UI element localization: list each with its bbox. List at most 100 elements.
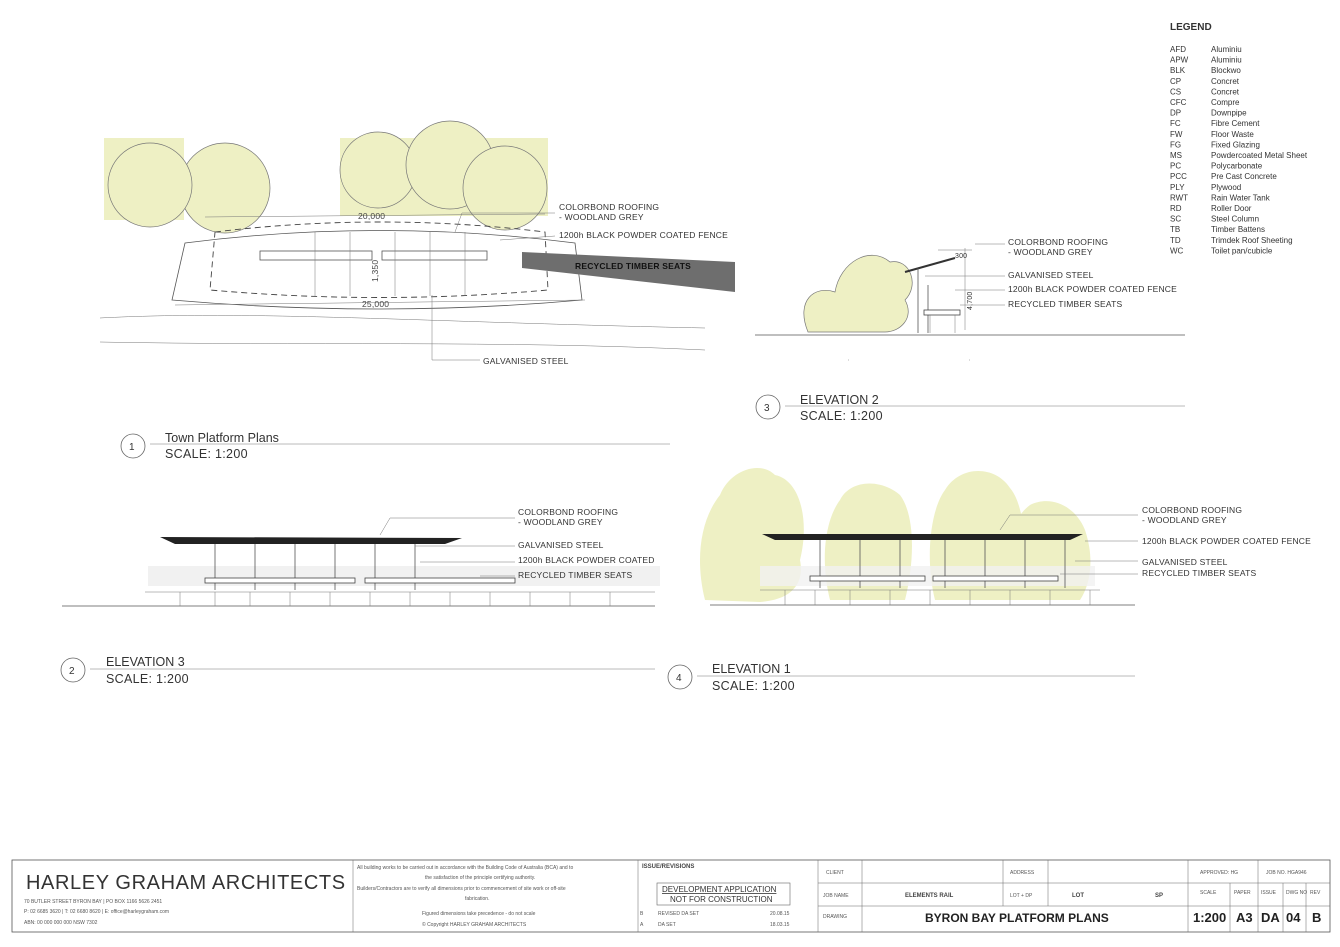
legend-code: FG xyxy=(1170,140,1181,149)
view-4-number-circle xyxy=(667,664,693,690)
legend-code: AFD xyxy=(1170,45,1186,54)
legend-description: Trimdek Roof Sheeting xyxy=(1211,236,1293,245)
plan-label-seats: RECYCLED TIMBER SEATS xyxy=(575,261,691,271)
legend-description: Plywood xyxy=(1211,183,1241,192)
dwg-no-label: DWG NO xyxy=(1286,890,1307,896)
rev-b-date: 20.08.15 xyxy=(770,911,790,917)
elev2-label-roof-2: - WOODLAND GREY xyxy=(1008,247,1093,257)
legend-description: Concret xyxy=(1211,77,1240,86)
legend-description: Polycarbonate xyxy=(1211,162,1263,171)
title-block: HARLEY GRAHAM ARCHITECTS 70 BUTLER STREE… xyxy=(11,859,1331,933)
note-5: Figured dimensions take precedence - do … xyxy=(422,911,536,917)
note-3: Builders/Contractors are to verify all d… xyxy=(357,886,566,892)
legend-code: CS xyxy=(1170,87,1181,96)
elev3-label-fence: 1200h BLACK POWDER COATED xyxy=(518,555,655,565)
legend-code: FW xyxy=(1170,130,1183,139)
rev-b-code: B xyxy=(640,911,644,917)
legend-description: Floor Waste xyxy=(1211,130,1254,139)
scale-value: 1:200 xyxy=(1193,910,1226,925)
elev3-label-roof-2: - WOODLAND GREY xyxy=(518,517,603,527)
legend-code: PCC xyxy=(1170,172,1187,181)
stamp-line-1: DEVELOPMENT APPLICATION xyxy=(662,885,777,894)
legend-code: WC xyxy=(1170,246,1184,255)
rev-label: REV xyxy=(1310,890,1321,896)
legend-description: Roller Door xyxy=(1211,204,1252,213)
view-2-title: ELEVATION 3 xyxy=(106,655,185,669)
elev2-dim-a: 300 xyxy=(955,253,967,260)
elev1-label-roof-2: - WOODLAND GREY xyxy=(1142,515,1227,525)
elev2-label-roof-1: COLORBOND ROOFING xyxy=(1008,237,1108,247)
view-4-number: 4 xyxy=(676,673,682,684)
firm-abn: ABN: 00 000 000 000 NSW 7302 xyxy=(24,920,98,926)
note-4: fabrication. xyxy=(465,896,489,902)
legend-description: Rain Water Tank xyxy=(1211,193,1271,202)
legend-description: Fibre Cement xyxy=(1211,119,1260,128)
legend-description: Fixed Glazing xyxy=(1211,140,1260,149)
view-2-number-circle xyxy=(60,657,86,683)
elev3-label-roof-1: COLORBOND ROOFING xyxy=(518,507,618,517)
elev1-label-fence: 1200h BLACK POWDER COATED FENCE xyxy=(1142,536,1311,546)
legend-code: CFC xyxy=(1170,98,1187,107)
legend-description: Steel Column xyxy=(1211,215,1259,224)
elev2-label-steel: GALVANISED STEEL xyxy=(1008,270,1094,280)
rev-a-date: 18.03.15 xyxy=(770,922,790,928)
firm-address: 70 BUTLER STREET BYRON BAY | PO BOX 1166… xyxy=(24,899,162,905)
job-number-label: JOB NO. HGA946 xyxy=(1266,870,1307,876)
legend-description: Aluminiu xyxy=(1211,56,1242,65)
elev2-label-fence: 1200h BLACK POWDER COATED FENCE xyxy=(1008,284,1177,294)
plan-dim-top: 20,000 xyxy=(358,211,385,221)
job-name: ELEMENTS RAIL xyxy=(905,893,954,899)
legend-description: Timber Battens xyxy=(1211,225,1265,234)
legend-description: Compre xyxy=(1211,98,1240,107)
legend-code: RD xyxy=(1170,204,1182,213)
legend-description: Blockwo xyxy=(1211,66,1241,75)
legend-code: SC xyxy=(1170,215,1181,224)
firm-contact: P: 02 6685 3620 | T: 02 6680 8620 | E: o… xyxy=(24,909,169,915)
elev3-label-steel: GALVANISED STEEL xyxy=(518,540,604,550)
lot-dp-label: LOT + DP xyxy=(1010,893,1033,899)
view-1-number-circle xyxy=(120,433,146,459)
legend-description: Toilet pan/cubicle xyxy=(1211,246,1273,255)
lot-value: LOT xyxy=(1072,893,1084,899)
elev2-trees xyxy=(803,254,913,333)
view-3-scale: SCALE: 1:200 xyxy=(800,409,883,423)
note-6: © Copyright HARLEY GRAHAM ARCHITECTS xyxy=(422,921,527,928)
legend-description: Powdercoated Metal Sheet xyxy=(1211,151,1308,160)
rev-a-code: A xyxy=(640,922,644,928)
client-label: CLIENT xyxy=(826,870,844,876)
legend-description: Concret xyxy=(1211,87,1240,96)
rev-a-text: DA SET xyxy=(658,922,676,928)
legend-code: TD xyxy=(1170,236,1181,245)
rev-b-text: REVISED DA SET xyxy=(658,911,699,917)
legend-code: FC xyxy=(1170,119,1181,128)
view-2-scale: SCALE: 1:200 xyxy=(106,672,189,686)
view-2-number: 2 xyxy=(69,666,75,677)
elev1-label-seats: RECYCLED TIMBER SEATS xyxy=(1142,568,1257,578)
plan-label-fence: 1200h BLACK POWDER COATED FENCE xyxy=(559,230,728,240)
view-3-number: 3 xyxy=(764,403,770,414)
approved-label: APPROVED: HG xyxy=(1200,870,1238,876)
legend-code: BLK xyxy=(1170,66,1186,75)
view-4-elevation-1: COLORBOND ROOFING - WOODLAND GREY 1200h … xyxy=(667,467,1311,693)
note-2: the satisfaction of the principle certif… xyxy=(425,875,535,881)
view-1-number: 1 xyxy=(129,442,135,453)
plan-dim-side: 1,350 xyxy=(370,260,380,282)
issue-heading: ISSUE/REVISIONS xyxy=(642,864,694,870)
elev1-label-roof-1: COLORBOND ROOFING xyxy=(1142,505,1242,515)
plan-label-roof-1: COLORBOND ROOFING xyxy=(559,202,659,212)
dwg-no-value: 04 xyxy=(1286,910,1301,925)
rev-value: B xyxy=(1312,910,1321,925)
view-4-scale: SCALE: 1:200 xyxy=(712,679,795,693)
legend-description: Downpipe xyxy=(1211,109,1247,118)
legend-code: CP xyxy=(1170,77,1181,86)
legend-code: TB xyxy=(1170,225,1180,234)
stamp-line-2: NOT FOR CONSTRUCTION xyxy=(670,895,773,904)
elev2-label-seats: RECYCLED TIMBER SEATS xyxy=(1008,299,1123,309)
note-1: All building works to be carried out in … xyxy=(357,865,573,871)
elev1-label-steel: GALVANISED STEEL xyxy=(1142,557,1228,567)
legend-code: PC xyxy=(1170,162,1181,171)
sp-value: SP xyxy=(1155,893,1163,899)
view-4-title: ELEVATION 1 xyxy=(712,662,791,676)
